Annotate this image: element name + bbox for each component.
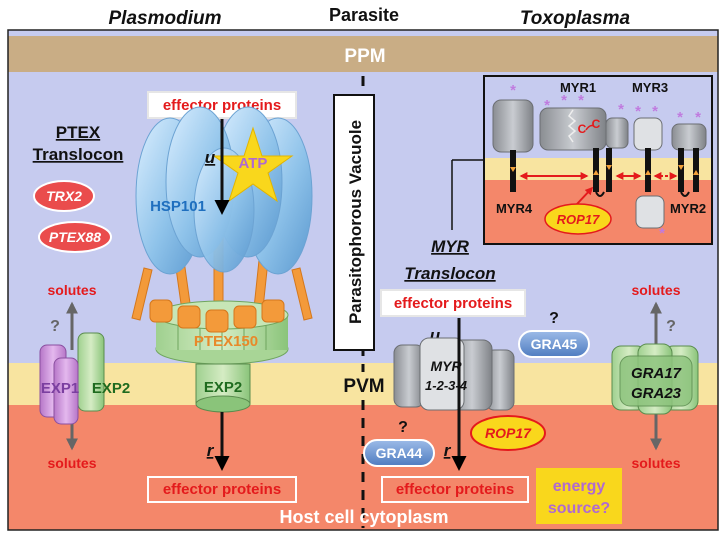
- atp-star: [212, 126, 294, 203]
- inset-rop17-badge: [544, 203, 612, 235]
- header-toxoplasma: Toxoplasma: [520, 8, 631, 29]
- rop17-label: ROP17: [485, 425, 532, 441]
- myr-complex-line1: MYR: [430, 358, 462, 374]
- myr-refold-label: r: [444, 441, 452, 460]
- inset-myr1-fragment: [605, 117, 629, 149]
- host-cytoplasm-label: Host cell cytoplasm: [279, 507, 448, 527]
- left-solutes-bottom: solutes: [47, 455, 96, 471]
- ptex88-badge: [38, 221, 112, 253]
- energy-line2: source?: [548, 500, 610, 517]
- header-plasmodium: Plasmodium: [109, 8, 222, 29]
- inset-myr3-cyto-domain: [635, 195, 665, 229]
- myr-title-line2: Translocon: [404, 264, 495, 283]
- svg-text:*: *: [635, 103, 641, 120]
- vacuole-label: Parasitophorous Vacuole: [346, 120, 365, 324]
- right-solutes-top: solutes: [631, 282, 680, 298]
- inset-myr1-label: MYR1: [560, 80, 596, 95]
- inset-myr1-loop: [595, 191, 605, 197]
- exp1-label: EXP1: [41, 380, 79, 397]
- rop17-badge: [470, 415, 546, 451]
- exp2-channel-label: EXP2: [204, 379, 242, 396]
- trx2-badge: [33, 180, 95, 212]
- ptex-unfold-label: u: [205, 148, 216, 167]
- svg-text:*: *: [510, 82, 516, 99]
- svg-text:*: *: [578, 92, 584, 109]
- inset-glyco-stars: * * * * * * * * * *: [510, 82, 701, 242]
- ptex-effector-box-top: [147, 91, 297, 119]
- exp2-channel: [195, 363, 251, 413]
- vacuole-label-box: [333, 94, 375, 351]
- atp-label: ATP: [239, 155, 268, 172]
- ptex-title-line1: PTEX: [56, 123, 101, 142]
- inset-myr4-label: MYR4: [496, 201, 533, 216]
- myr-effector-top: effector proteins: [394, 295, 512, 312]
- ptex-effector-bottom: effector proteins: [163, 481, 281, 498]
- gra17-label: GRA17: [631, 365, 682, 382]
- header-parasite: Parasite: [329, 5, 399, 25]
- ppm-label: PPM: [344, 46, 385, 67]
- myr-effector-box-bottom: [381, 476, 529, 503]
- left-solutes-top: solutes: [47, 282, 96, 298]
- ptex-title-line2: Translocon: [33, 145, 124, 164]
- myr-effector-box-top: [380, 289, 526, 317]
- inset-cys-b: C: [592, 117, 601, 131]
- exp2-label: EXP2: [92, 380, 130, 397]
- gra44-question: ?: [398, 419, 408, 436]
- svg-text:*: *: [561, 92, 567, 109]
- gra45-question: ?: [549, 310, 559, 327]
- inset-rop17-arrow: [576, 186, 594, 205]
- gra17-gra23-pore: [611, 343, 699, 415]
- inset-border: [483, 75, 713, 245]
- myr-effector-bottom: effector proteins: [396, 481, 514, 498]
- hsp101-hexamer: [135, 106, 313, 275]
- pvm-label-backdrop: [331, 372, 397, 398]
- svg-text:*: *: [544, 97, 550, 114]
- exp1-subunit-front: [53, 357, 79, 425]
- inset-myr4-domain: [492, 99, 534, 153]
- inset-myr3-label: MYR3: [632, 80, 668, 95]
- hsp101-label: HSP101: [150, 198, 206, 215]
- ptex-refold-label: r: [207, 441, 215, 460]
- inset-myr3-domain: [633, 117, 663, 151]
- exp2-pore-subunit: [77, 332, 105, 412]
- pvm-label: PVM: [343, 376, 384, 397]
- inset-myr2-domain: [671, 123, 707, 151]
- right-pore-question: ?: [666, 318, 676, 335]
- left-pore-question: ?: [50, 318, 60, 335]
- gra45-label: GRA45: [531, 336, 578, 352]
- right-solutes-bottom: solutes: [631, 455, 680, 471]
- trx2-label: TRX2: [46, 188, 82, 204]
- gra23-label: GRA23: [631, 385, 682, 402]
- inset-myr1-cleavage: [567, 109, 577, 143]
- svg-text:*: *: [652, 103, 658, 120]
- svg-text:*: *: [618, 101, 624, 118]
- gra45-badge: [518, 330, 590, 358]
- energy-line1: energy: [553, 478, 606, 495]
- myr-complex: [393, 337, 515, 411]
- gra44-label: GRA44: [376, 445, 423, 461]
- inset-myr2-label: MYR2: [670, 201, 706, 216]
- inset-disulfide: [585, 124, 595, 131]
- ptex88-label: PTEX88: [49, 229, 101, 245]
- svg-text:*: *: [695, 109, 701, 126]
- myr-title-line1: MYR: [431, 237, 470, 256]
- myr-complex-line2: 1-2-3-4: [425, 378, 468, 393]
- ppm-band: [8, 36, 718, 72]
- energy-source-box: [536, 468, 622, 524]
- svg-text:*: *: [659, 225, 665, 242]
- inset-tm-arrows: [510, 165, 699, 175]
- gra44-badge: [363, 439, 435, 467]
- inset-rop17-label: ROP17: [557, 212, 600, 227]
- ptex-effector-box-bottom: [147, 476, 297, 503]
- ptex-effector-top: effector proteins: [163, 97, 281, 114]
- ptex150-bases: [149, 299, 285, 333]
- myr-unfold-label: u: [430, 326, 441, 345]
- svg-text:*: *: [677, 109, 683, 126]
- inset-myr2-loop: [680, 191, 690, 197]
- figure-border: [7, 29, 719, 531]
- ptex150-label: PTEX150: [194, 333, 258, 350]
- inset-cys-a: C: [578, 122, 587, 136]
